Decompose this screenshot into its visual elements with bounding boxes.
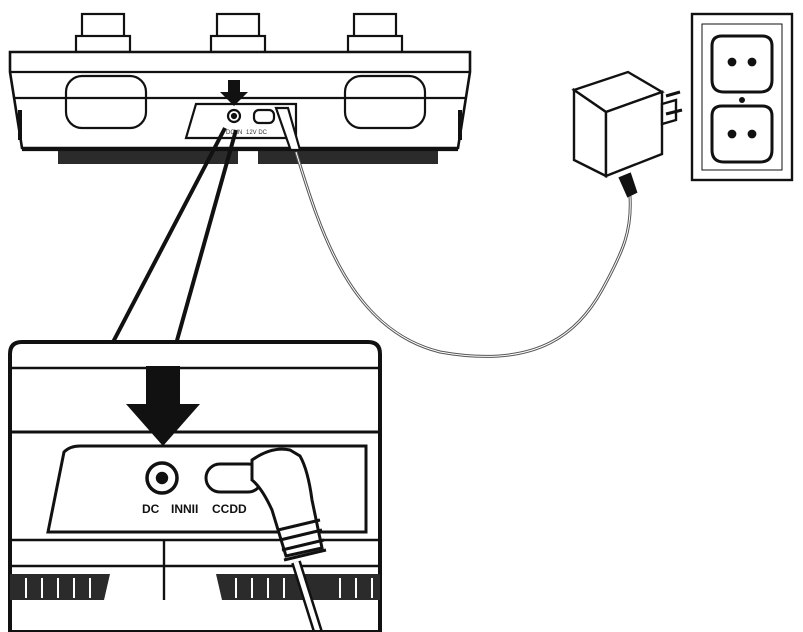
wall-outlet-icon: [690, 12, 794, 182]
device-down-arrow-icon: [220, 80, 248, 106]
power-cable: [294, 151, 632, 358]
power-adapter-icon: [571, 70, 683, 198]
device-left-recess: [64, 74, 148, 130]
zoom-label-in: INNII: [171, 502, 198, 516]
device-bottom-grille: [22, 148, 458, 164]
zoom-inset-panel: [8, 340, 382, 632]
device-port-label-12v: 12V DC: [246, 130, 268, 136]
zoom-label-ccdd: CCDD: [212, 502, 247, 516]
zoom-callout-lines: [110, 127, 238, 345]
device-right-recess: [343, 74, 427, 130]
device-dc-jack-icon: [226, 108, 242, 124]
zoom-down-arrow-icon: [126, 366, 200, 446]
outlet-socket-bottom: [710, 104, 774, 164]
zoom-angled-dc-plug-icon: [250, 447, 324, 558]
device-knobs: [74, 12, 404, 54]
outlet-socket-top: [710, 34, 774, 94]
zoom-dc-jack-icon: [145, 461, 179, 495]
zoom-label-dc: DC: [142, 502, 160, 516]
